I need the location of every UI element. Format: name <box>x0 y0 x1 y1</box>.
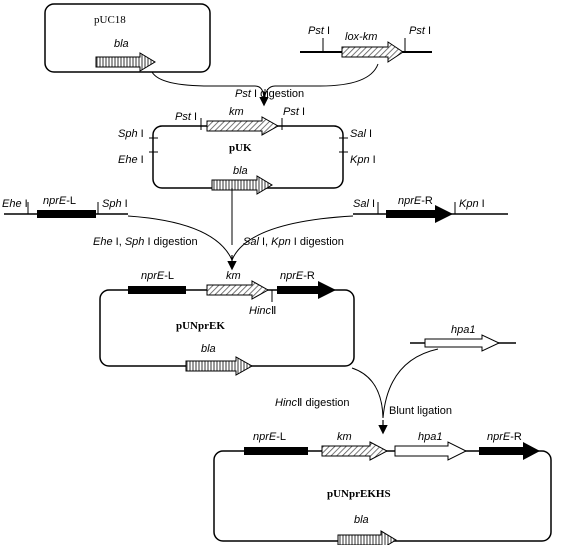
merge-left-curve <box>127 215 233 261</box>
punprek-name: pUNprEK <box>176 320 225 332</box>
puc18-outline <box>44 3 211 73</box>
puc18-bla-gene <box>95 52 156 72</box>
punprekhs-nprer-label: nprE-R <box>487 431 522 443</box>
punprek-hinc-label: HincⅡ <box>249 305 276 317</box>
merge-arrow-to-puk <box>151 71 265 101</box>
hpa-gene <box>424 334 501 352</box>
punprek-nprel-block <box>128 286 186 294</box>
punprekhs-plasmid: nprE-L km hpa1 nprE-R pUNprEKHS bla <box>213 431 552 545</box>
puk-pst-left-label: Pst I <box>175 111 197 123</box>
nprel-sph-label: Sph I <box>102 198 128 210</box>
punprek-outline <box>99 289 355 367</box>
punprek-nprer-arrow <box>277 281 336 299</box>
puc18-name: pUC18 <box>94 14 126 26</box>
punprekhs-nprel-label: nprE-L <box>253 431 286 443</box>
hpa-to-merge-curve <box>382 348 439 419</box>
puk-outline <box>152 125 344 189</box>
punprek-plasmid: nprE-L km nprE-R HincⅡ pUNprEK bla <box>99 270 355 376</box>
blunt-ligation-label: Blunt ligation <box>389 405 452 417</box>
puc18-bla-label: bla <box>114 38 129 50</box>
sal-kpn-digestion-label: Sal I, Kpn I digestion <box>243 236 344 248</box>
loxkm-gene <box>341 41 404 63</box>
punprekhs-km-label: km <box>337 431 352 443</box>
puk-bla-gene <box>211 175 273 195</box>
punprek-nprel-label: nprE-L <box>141 270 174 282</box>
punprekhs-bla-label: bla <box>354 514 369 526</box>
loxkm-label: lox-km <box>345 31 377 43</box>
puk-name: pUK <box>229 142 252 154</box>
hinc-digestion-label: HincⅡ digestion <box>275 397 350 409</box>
punprekhs-hpa-gene <box>394 441 468 461</box>
merge-arrow-right <box>263 63 379 101</box>
nprer-arrow <box>386 205 453 223</box>
punprek-nprer-label: nprE-R <box>280 270 315 282</box>
punprek-km-label: km <box>226 270 241 282</box>
nprel-label: nprE-L <box>43 195 76 207</box>
puk-bla-label: bla <box>233 165 248 177</box>
puk-sal-label: Sal I <box>350 128 372 140</box>
nprer-kpn-label: Kpn I <box>459 198 485 210</box>
punprekhs-bla-gene <box>337 530 397 545</box>
punprek-bla-label: bla <box>201 343 216 355</box>
loxkm-fragment: Pst I lox-km Pst I <box>300 25 432 63</box>
loxkm-pst-left-label: Pst I <box>308 25 330 37</box>
puk-ehe-label: Ehe I <box>118 154 144 166</box>
loxkm-pst-right-label: Pst I <box>409 25 431 37</box>
nprel-ehe-label: Ehe I <box>2 198 28 210</box>
puk-sph-label: Sph I <box>118 128 144 140</box>
ehe-sph-digestion-label: Ehe I, Sph I digestion <box>93 236 198 248</box>
nprel-fragment: Ehe I nprE-L Sph I <box>2 195 128 218</box>
puk-plasmid: Pst I km Pst I Sph I Ehe I Sal I Kpn I p… <box>118 106 376 195</box>
nprer-sal-label: Sal I <box>353 198 375 210</box>
puk-pst-right-label: Pst I <box>283 106 305 118</box>
puk-km-label: km <box>229 106 244 118</box>
punprek-bla-gene <box>185 356 254 376</box>
hpa-fragment: hpa1 <box>410 324 516 352</box>
punprekhs-nprel-block <box>244 447 308 455</box>
pst-digestion-label: Pst I digestion <box>235 88 304 100</box>
merge-right-curve <box>231 215 354 261</box>
nprer-label: nprE-R <box>398 195 433 207</box>
punprekhs-name: pUNprEKHS <box>327 488 391 500</box>
puk-km-gene <box>206 116 280 136</box>
hpa-label: hpa1 <box>451 324 475 336</box>
punprekhs-km-gene <box>321 441 389 461</box>
punprek-km-gene <box>206 280 270 300</box>
punprek-to-merge-curve <box>351 367 384 419</box>
puk-kpn-label: Kpn I <box>350 154 376 166</box>
nprel-block <box>37 210 96 218</box>
punprekhs-hpa-label: hpa1 <box>418 431 442 443</box>
puc18-plasmid: pUC18 bla <box>44 3 211 73</box>
nprer-fragment: Sal I nprE-R Kpn I <box>353 195 508 223</box>
punprekhs-nprer-arrow <box>479 442 540 460</box>
